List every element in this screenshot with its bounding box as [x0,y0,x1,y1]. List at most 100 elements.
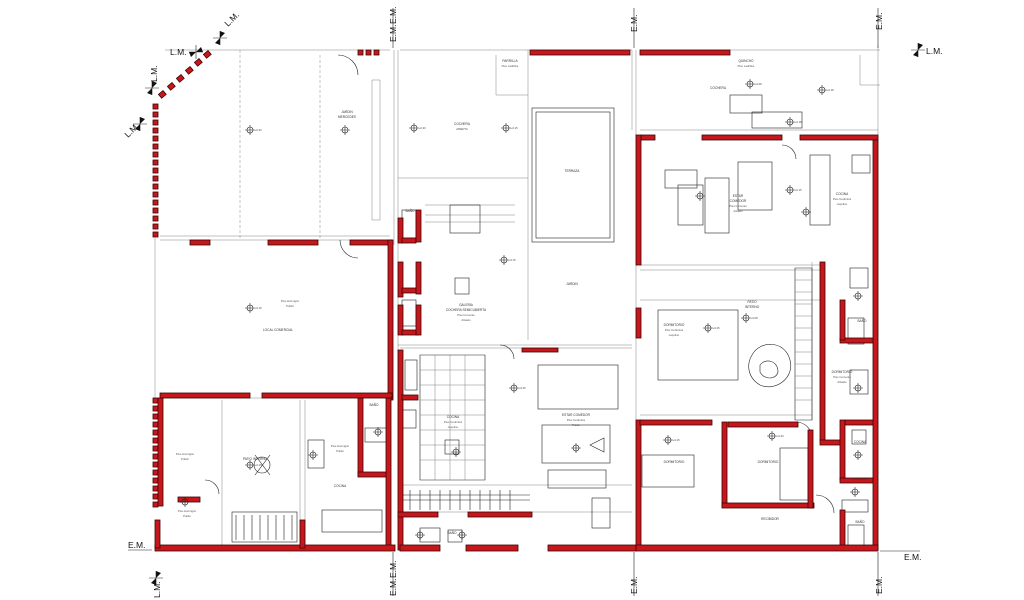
room-label: BAÑO [857,318,867,323]
room-label: COCHERA [710,86,727,90]
room-label: INTERNO [745,305,760,309]
room-label: Alisado [837,380,847,384]
room-label: Piso Hormigón [281,299,300,303]
room-label: COCHERA SEMICUBIERTA [446,308,487,312]
lm-marker [213,31,227,45]
em-label: E.M. [128,540,145,550]
level-marker: +0.15 [245,303,262,313]
room-label: COCINA [334,484,347,488]
room-label: BAÑO [405,208,415,213]
room-label: Alisado [461,318,471,322]
room-label: JARDIN [341,110,353,114]
level-marker [801,207,811,217]
room-label: Pulido [336,449,344,453]
room-label: COCINA [854,440,867,444]
dashed-wall-left [152,103,159,508]
room-label: PATIO INTERNO [243,457,268,461]
level-value: +0.15 [673,438,680,442]
room-label: COMEDOR [730,199,747,203]
level-marker [695,191,705,201]
em-label: E.M. [388,7,398,24]
level-marker: +0.30 [767,431,784,441]
room-label: COCINA [447,415,460,419]
room-label: RECIBIDOR [761,517,779,521]
em-label: E.M. [629,577,639,594]
room-label: ABIERTA [456,127,468,131]
level-value: +0.15 [509,258,516,262]
room-label: Piso Cemento [833,375,851,379]
room-label: BAÑO [447,530,457,535]
room-label: Piso Ladrillos [738,64,755,68]
room-label: TERRAZA [565,169,581,173]
em-label: E.M. [874,577,884,594]
room-label: Alisado [733,209,743,213]
room-label: DORMITORIO [758,460,779,464]
em-label: E.M. [388,25,398,42]
em-label: E.M. [629,15,639,32]
level-value: +0.18 [827,88,834,92]
room-label: JARDIN [566,282,578,286]
level-value: +0.15 [255,463,262,467]
level-marker [853,291,863,301]
walls [152,49,879,552]
level-value: +0.15 [795,188,802,192]
level-marker [850,487,860,497]
room-label: Piso Cerámica [567,418,586,422]
level-value: +0.30 [255,128,262,132]
lm-marker [145,81,159,95]
room-label: ESTAR COMEDOR [562,413,591,417]
level-marker [451,447,461,457]
room-label: BAÑO [369,402,379,407]
level-value: +0.25 [713,326,720,330]
level-marker: +0.25 [509,383,526,393]
room-label: BAÑO [855,519,865,524]
room-label: Piso Cerámica [833,197,852,201]
level-value: +0.18 [795,120,802,124]
room-label: Pulido [181,457,189,461]
room-label: Piso Cemento [457,313,475,317]
lm-marker [149,571,163,585]
em-label: E.M. [388,579,398,596]
em-label: E.M. [388,561,398,578]
room-label: DORMITORIO [664,323,685,327]
level-value: +0.30 [777,434,784,438]
fixtures [204,54,871,548]
room-label: DORMITORIO [664,460,685,464]
lm-marker [133,117,147,131]
level-marker [853,450,863,460]
lm-label: L.M. [152,581,162,598]
level-marker: +0.18 [785,117,802,127]
level-marker [308,450,318,460]
room-label: Pulido [572,423,580,427]
room-label: QUINCHO [738,59,754,63]
level-marker [457,530,467,540]
room-label: COCHERA [454,122,471,126]
level-marker [415,530,425,540]
level-marker: +0.15 [245,460,262,470]
level-marker: +0.15 [499,255,516,265]
em-label: E.M. [904,552,921,562]
level-markers: +0.30 +0.30 +0.15 +0.15 +0.18 +0.18 +0.1… [180,79,863,540]
room-label: COCINA [836,192,849,196]
lm-label: L.M. [170,47,187,57]
room-label: Pulido [183,514,191,518]
room-label: capolino [448,425,459,429]
dashed-wall-diagonal [157,49,212,99]
level-marker [571,443,581,453]
level-value: +0.25 [519,386,526,390]
level-marker [853,383,863,393]
level-value: +0.15 [255,306,262,310]
boundary-markers: L.M. L.M. L.M. L.M. L.M. L.M. E.M. E.M. … [122,7,942,598]
room-label: Pulido [286,304,294,308]
level-marker: +0.08 [741,313,758,323]
room-label: Piso Cerámica [665,328,684,332]
level-marker: +0.30 [409,123,426,133]
level-marker [180,497,190,507]
room-label: Piso Hormigón [331,444,350,448]
level-marker: +0.08 [745,79,762,89]
room-label: MERCEDES [338,115,356,119]
level-value: +0.08 [751,316,758,320]
level-marker: +0.15 [663,435,680,445]
lm-label: L.M. [149,65,159,82]
level-marker: +0.15 [785,185,802,195]
